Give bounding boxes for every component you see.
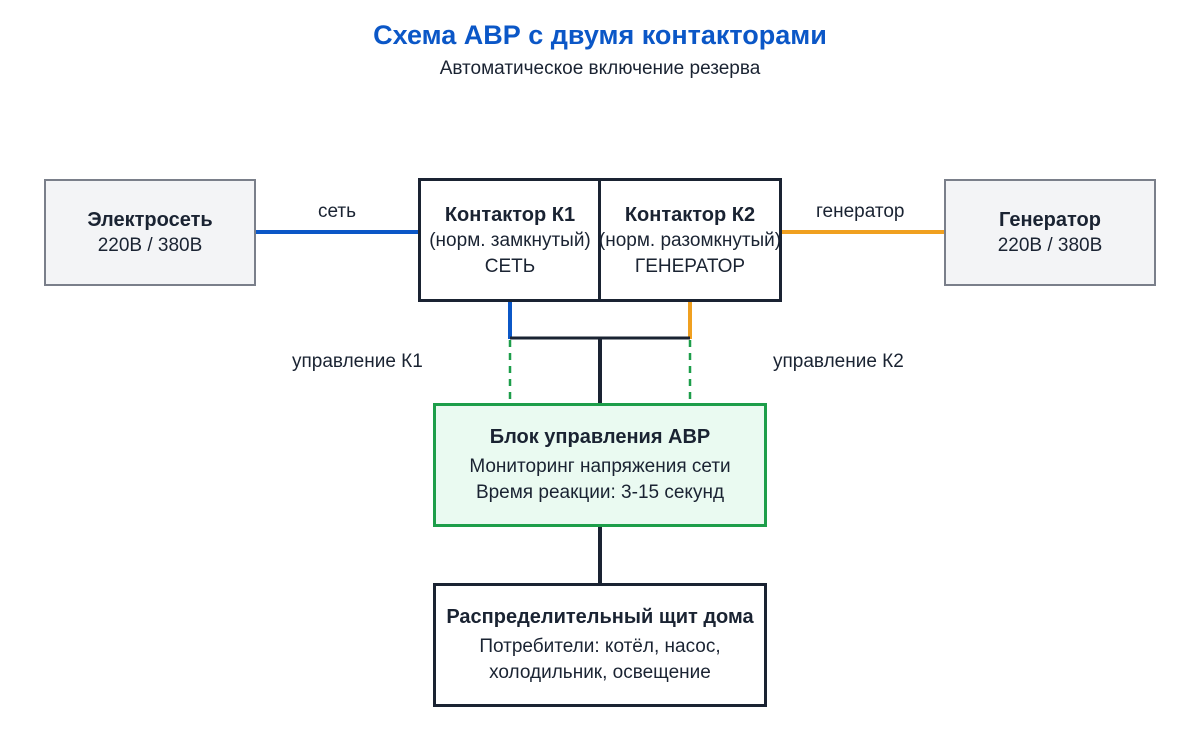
grid-source-title: Электросеть xyxy=(87,208,213,231)
control-k2-label: управление К2 xyxy=(773,351,904,372)
ats-controller-node[interactable]: Блок управления АВР Мониторинг напряжени… xyxy=(433,403,767,527)
contactor-k2-source: ГЕНЕРАТОР xyxy=(634,256,746,277)
generator-title: Генератор xyxy=(999,208,1101,231)
control-k1-label: управление К1 xyxy=(292,351,423,372)
contactor-k1-source: СЕТЬ xyxy=(484,256,536,277)
distribution-panel-title: Распределительный щит дома xyxy=(446,606,754,628)
contactor-k1-node[interactable]: Контактор К1 (норм. замкнутый) СЕТЬ xyxy=(418,178,602,302)
contactor-k2-node[interactable]: Контактор К2 (норм. разомкнутый) ГЕНЕРАТ… xyxy=(598,178,782,302)
generator-line-label: генератор xyxy=(816,201,905,222)
ats-controller-monitoring: Мониторинг напряжения сети xyxy=(469,456,731,477)
generator-voltage: 220В / 380В xyxy=(997,234,1103,256)
distribution-panel-node[interactable]: Распределительный щит дома Потребители: … xyxy=(433,583,767,707)
contactor-k2-state: (норм. разомкнутый) xyxy=(598,230,782,251)
contactor-k2-title: Контактор К2 xyxy=(624,204,756,226)
page-subtitle: Автоматическое включение резерва xyxy=(439,58,761,79)
grid-source-voltage: 220В / 380В xyxy=(97,234,203,256)
generator-node[interactable]: Генератор 220В / 380В xyxy=(944,179,1156,286)
contactor-k1-state: (норм. замкнутый) xyxy=(429,230,591,251)
grid-line-label: сеть xyxy=(318,201,357,222)
ats-controller-reaction-time: Время реакции: 3-15 секунд xyxy=(475,482,725,503)
page-title: Схема АВР с двумя контакторами xyxy=(373,20,827,50)
distribution-panel-consumers-1: Потребители: котёл, насос, xyxy=(479,636,721,657)
grid-source-node[interactable]: Электросеть 220В / 380В xyxy=(44,179,256,286)
ats-controller-title: Блок управления АВР xyxy=(489,426,711,448)
contactor-k1-title: Контактор К1 xyxy=(444,204,576,226)
distribution-panel-consumers-2: холодильник, освещение xyxy=(489,662,711,683)
